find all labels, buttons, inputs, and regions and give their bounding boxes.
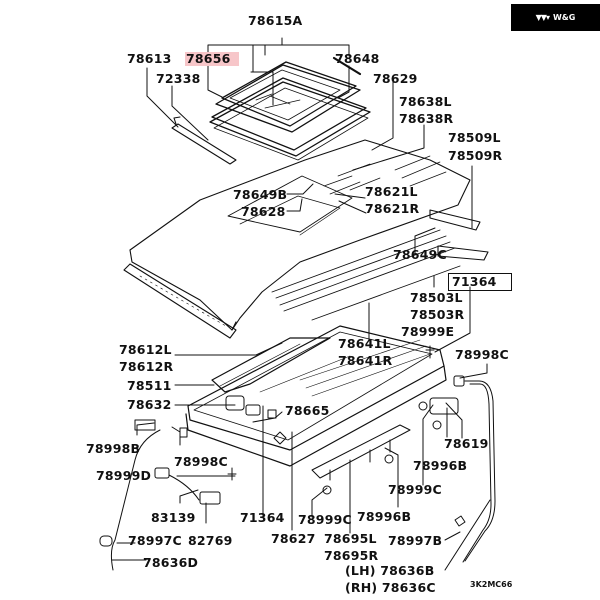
part-label-78632: 78632 (127, 397, 172, 412)
part-label-78503R: 78503R (410, 307, 465, 322)
sunroof-housing (185, 325, 447, 467)
part-label-78999D: 78999D (96, 468, 152, 483)
part-label-78648: 78648 (335, 51, 380, 66)
part-label-78638R: 78638R (399, 111, 454, 126)
part-label-78636D: 78636D (143, 555, 199, 570)
part-label-78503L: 78503L (410, 290, 463, 305)
part-label-78999C-right: 78999C (388, 482, 442, 497)
part-label-78999E: 78999E (401, 324, 455, 339)
wv-logo-icon: ▼▼▾ (535, 13, 550, 22)
part-label-78612L: 78612L (119, 342, 172, 357)
part-label-78656-highlighted[interactable]: 78656 (185, 52, 239, 66)
part-label-78999C-middle: 78999C (298, 512, 352, 527)
part-label-78665: 78665 (285, 403, 330, 418)
guide-rails (271, 209, 489, 321)
part-label-78509R: 78509R (448, 148, 503, 163)
part-label-71364-boxed: 71364 (448, 273, 512, 291)
roof-panel (123, 139, 471, 339)
part-label-83139: 83139 (151, 510, 196, 525)
part-label-78627: 78627 (271, 531, 316, 546)
small-parts (99, 345, 496, 571)
brand-badge: ▼▼▾ W&G (511, 4, 600, 31)
part-label-78621R: 78621R (365, 201, 420, 216)
part-label-78509L: 78509L (448, 130, 501, 145)
part-label-78641L: 78641L (338, 336, 391, 351)
part-label-72338: 72338 (156, 71, 201, 86)
part-label-78996B-middle: 78996B (357, 509, 412, 524)
part-label-78613: 78613 (127, 51, 172, 66)
part-label-78996B-right: 78996B (413, 458, 468, 473)
part-label-78695R: 78695R (324, 548, 379, 563)
part-label-78612R: 78612R (119, 359, 174, 374)
part-label-78641R: 78641R (338, 353, 393, 368)
part-label-78998C-left: 78998C (174, 454, 228, 469)
part-label-78649B: 78649B (233, 187, 288, 202)
part-label-78638L: 78638L (399, 94, 452, 109)
part-label-78997C: 78997C (128, 533, 182, 548)
part-label-78998B: 78998B (86, 441, 141, 456)
part-label-71364: 71364 (240, 510, 285, 525)
diagram-code: 3K2MC66 (470, 580, 513, 589)
part-label-78621L: 78621L (365, 184, 418, 199)
part-label-78998C-right: 78998C (455, 347, 509, 362)
part-label-78636B: (LH) 78636B (345, 563, 435, 578)
part-label-82769: 82769 (188, 533, 233, 548)
part-label-78615A: 78615A (248, 13, 303, 28)
wind-deflector (171, 116, 237, 165)
part-label-78629: 78629 (373, 71, 418, 86)
brand-name: W&G (552, 13, 576, 22)
glass-panel (209, 56, 371, 161)
part-label-78628: 78628 (241, 204, 286, 219)
part-label-78997B: 78997B (388, 533, 443, 548)
part-label-78649C: 78649C (393, 247, 447, 262)
part-label-78511: 78511 (127, 378, 172, 393)
part-label-78695L: 78695L (324, 531, 377, 546)
part-label-78619: 78619 (444, 436, 489, 451)
part-label-78636C: (RH) 78636C (345, 580, 436, 595)
